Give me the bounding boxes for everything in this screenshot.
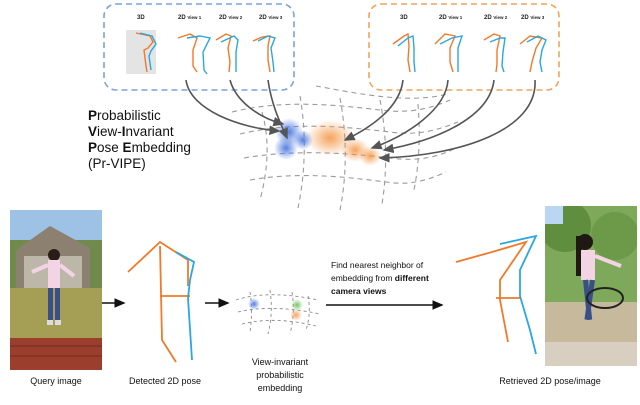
- detected-pose-label: Detected 2D pose: [128, 376, 202, 386]
- title-line-3: Pose Embedding: [88, 140, 191, 155]
- right-2d-view3-pose: [519, 35, 547, 73]
- small-embedding-blob-orange: [290, 309, 302, 321]
- query-photo: [10, 210, 102, 370]
- right-3d-label: 3D: [400, 15, 408, 21]
- left-view2-label: 2D View 2: [219, 15, 243, 21]
- title-line-1: Probabilistic: [88, 108, 161, 123]
- find-neighbor-text: Find nearest neighbor of embedding from …: [331, 260, 429, 296]
- small-embedding-grid: [235, 289, 321, 335]
- retrieved-2d-pose: [455, 234, 538, 355]
- right-view3-label: 2D View 3: [521, 15, 545, 21]
- method-title: Probabilistic View-Invariant Pose Embedd…: [88, 108, 191, 172]
- right-3d-pose: [392, 32, 416, 73]
- right-view2-label: 2D View 2: [484, 15, 508, 21]
- embedding-blob-orange-3: [359, 146, 381, 166]
- title-line-4: (Pr-VIPE): [88, 156, 146, 171]
- right-2d-view1-pose: [434, 33, 464, 73]
- query-image-label: Query image: [30, 376, 82, 386]
- left-2d-view3-pose: [252, 35, 276, 73]
- small-embedding-blob-blue: [248, 298, 260, 310]
- left-view3-label: 2D View 3: [259, 15, 283, 21]
- embedding-label: View-invariant probabilistic embedding: [251, 357, 309, 393]
- title-line-2: View-Invariant: [88, 124, 174, 139]
- small-embedding-blob-green: [291, 299, 303, 311]
- retrieved-photo: [545, 206, 637, 366]
- left-view-group-box: [103, 3, 295, 91]
- left-view1-label: 2D View 1: [178, 15, 202, 21]
- left-2d-view1-pose: [177, 33, 212, 75]
- embedding-blob-blue-2: [274, 136, 298, 160]
- detected-2d-pose: [127, 240, 196, 363]
- left-3d-label: 3D: [137, 15, 145, 21]
- retrieved-label: Retrieved 2D pose/image: [499, 376, 601, 386]
- view-to-embedding-arrows: [185, 79, 536, 163]
- left-2d-view2-pose: [215, 33, 239, 73]
- right-view-group-box: [368, 3, 560, 91]
- right-view1-label: 2D View 1: [439, 15, 463, 21]
- right-2d-view2-pose: [483, 33, 506, 73]
- left-3d-pose: [126, 30, 157, 74]
